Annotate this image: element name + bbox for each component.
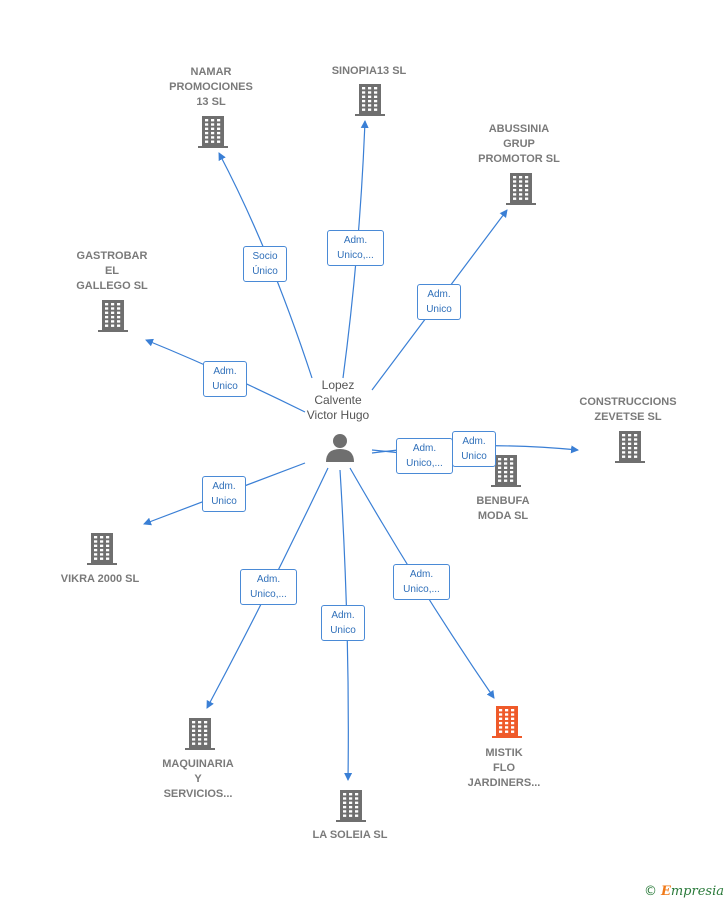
- person-name-label[interactable]: Lopez Calvente Victor Hugo: [306, 378, 370, 422]
- building-windows: [205, 119, 221, 143]
- building-windows: [94, 536, 110, 560]
- relation-label-soleia: Adm. Unico: [321, 605, 365, 641]
- company-label-namar[interactable]: NAMAR PROMOCIONES 13 SL: [169, 66, 253, 108]
- building-windows: [192, 721, 208, 745]
- relation-label-abussinia: Adm. Unico: [417, 284, 461, 320]
- building-windows: [513, 176, 529, 200]
- company-label-vikra[interactable]: VIKRA 2000 SL: [60, 573, 140, 585]
- company-label-benbufa[interactable]: BENBUFA MODA SL: [476, 495, 530, 522]
- relation-label-mistik: Adm. Unico,...: [393, 564, 450, 600]
- brand-logo: ©Empresia: [643, 884, 724, 899]
- relation-label-maquinaria: Adm. Unico,...: [240, 569, 297, 605]
- relation-label-benbufa: Adm. Unico,...: [396, 438, 453, 474]
- company-label-mistik[interactable]: MISTIK FLO JARDINERS...: [467, 747, 541, 789]
- company-label-abussinia[interactable]: ABUSSINIA GRUP PROMOTOR SL: [478, 123, 560, 165]
- building-windows: [499, 709, 515, 733]
- company-label-sinopia[interactable]: SINOPIA13 SL: [331, 65, 407, 77]
- building-windows: [622, 434, 638, 458]
- company-label-construccions[interactable]: CONSTRUCCIONS ZEVETSE SL: [579, 396, 677, 423]
- building-windows: [343, 793, 359, 817]
- relation-label-gastrobar: Adm. Unico: [203, 361, 247, 397]
- relation-label-construccions: Adm. Unico: [452, 431, 496, 467]
- building-windows: [362, 87, 378, 111]
- relation-label-vikra: Adm. Unico: [202, 476, 246, 512]
- building-windows: [105, 303, 121, 327]
- company-label-maquinaria[interactable]: MAQUINARIA Y SERVICIOS...: [162, 758, 234, 800]
- relation-label-namar: Socio Único: [243, 246, 287, 282]
- building-windows: [498, 458, 514, 482]
- company-label-gastrobar[interactable]: GASTROBAR EL GALLEGO SL: [76, 250, 148, 292]
- copyright-icon: ©: [643, 884, 657, 899]
- company-label-soleia[interactable]: LA SOLEIA SL: [312, 829, 388, 841]
- person-icon: [326, 434, 354, 462]
- relation-label-sinopia: Adm. Unico,...: [327, 230, 384, 266]
